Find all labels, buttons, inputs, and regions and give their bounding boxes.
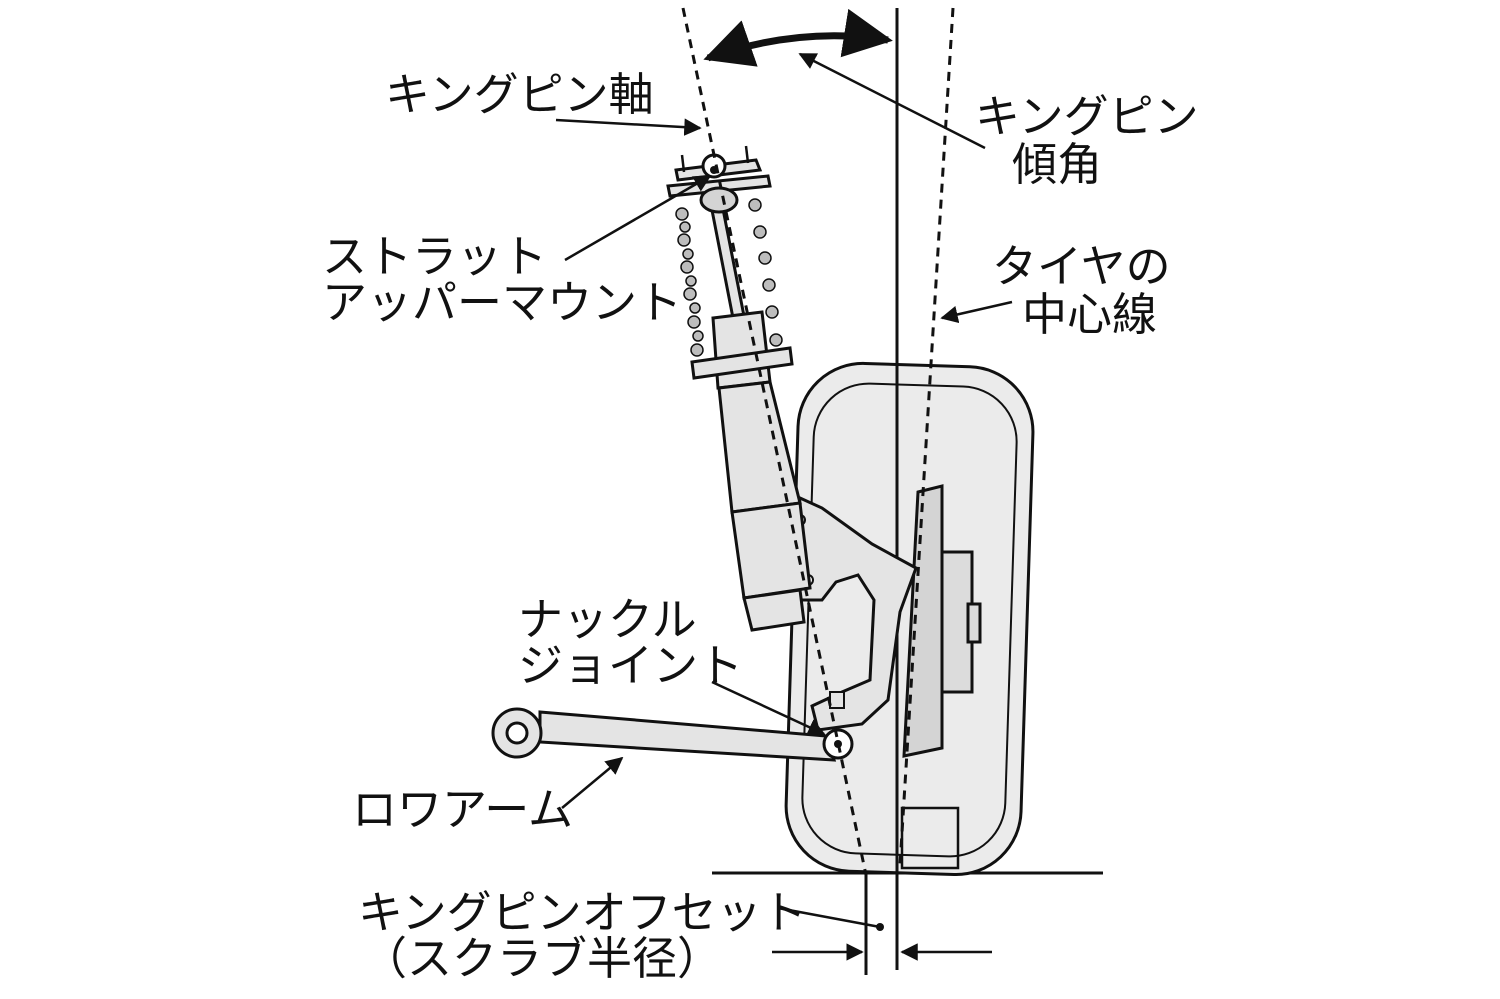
label-kingpin-angle-2: 傾角 [1012,138,1102,191]
label-strut-mount-1: ストラット [322,230,547,283]
strut-bottom [742,588,806,632]
upper-mount-bushing [699,186,739,214]
coil-spring-left [675,207,704,357]
strut-lower-body [730,501,812,600]
tire-outer [784,361,1035,877]
hub-cap [966,602,982,644]
lower-arm-bushing-hole [505,721,529,745]
label-tire-center-1: タイヤの [992,240,1171,293]
knuckle-inner-edge [835,573,876,681]
label-knuckle-1: ナックル [518,593,697,646]
label-knuckle-2: ジョイント [518,639,743,692]
kingpin-angle-arc [703,8,893,67]
coil-spring-right [748,198,783,347]
leader-offset [777,906,881,929]
leader-knuckle-joint [711,680,826,736]
brake-disc [902,484,944,758]
leader-tire-center [940,300,1013,324]
hub-assembly [900,484,982,870]
leader-kingpin-axis [555,118,702,136]
label-offset-1: キングピンオフセット [358,886,807,939]
label-kingpin-angle-1: キングピン [975,90,1199,143]
label-tire-center-2: 中心線 [1022,288,1157,341]
strut-rod [709,202,746,320]
label-offset-2: （スクラブ半径） [362,932,722,985]
leader-lower-arm [561,756,624,809]
tire-lower-block [900,806,960,870]
leader-strut-mount [564,174,712,262]
offset-dot [876,923,884,931]
lower-arm [491,691,854,762]
upper-mount-stud-right [744,145,750,164]
label-kingpin-axis: キングピン軸 [385,68,654,121]
ball-joint-nut [829,691,845,709]
label-strut-mount-2: アッパーマウント [322,276,682,329]
upper-mount-stud-left [680,154,686,173]
knuckle [790,495,918,732]
tire [784,361,1035,877]
strut-body [717,380,802,514]
kingpin-axis-line [681,7,868,876]
leader-kingpin-angle [798,52,986,150]
label-lower-arm: ロワアーム [352,783,573,836]
strut-assembly [666,145,812,632]
spring-seat [690,346,794,380]
